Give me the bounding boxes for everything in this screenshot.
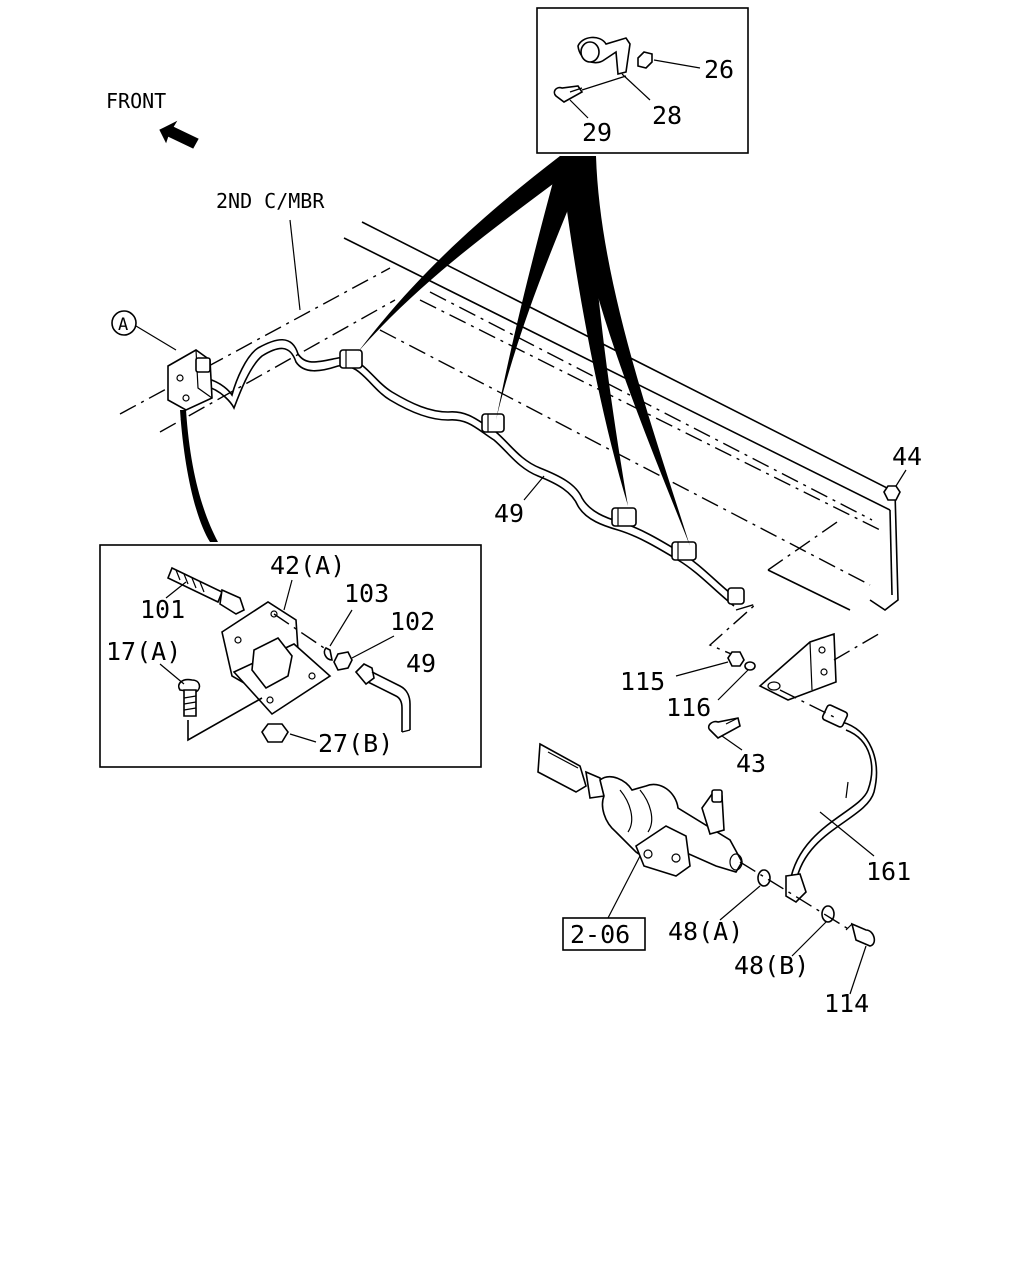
callout-27b: 27(B) [318,729,393,758]
clip-103 [323,647,333,661]
leader-17a [159,663,185,685]
leader-29 [569,99,589,119]
nut-102 [333,651,353,671]
callout-115: 115 [620,667,665,696]
callout-102: 102 [390,607,435,636]
pipe-connection-dash [708,603,757,657]
callout-48b: 48(B) [734,951,809,980]
leader-26 [653,59,701,69]
nut-part-26 [637,51,653,69]
pipe-end-nut [727,587,745,605]
nut-27b [261,723,289,743]
hose-bracket-dash [779,689,837,719]
clip-detail-box [536,7,749,154]
front-direction-arrow-icon [159,120,199,149]
callout-28: 28 [652,101,682,130]
washer-116 [744,661,756,671]
pipe-clip-2 [481,413,505,433]
pipe-101 [166,566,245,615]
callout-44: 44 [892,442,922,471]
view-marker-letter: A [118,315,128,335]
view-marker: A [111,310,177,351]
leader-102 [351,635,395,659]
flex-hose-161 [785,704,878,904]
bracket-42a [221,601,332,716]
leader-48a [719,885,761,921]
nut-115 [727,651,745,667]
ref-label-2-06: 2-06 [570,920,630,949]
leader-101 [165,581,187,599]
pipe-clip-1 [339,349,363,369]
pipe-49-detail [354,663,411,733]
frame-label: 2ND C/MBR [216,189,325,213]
bolt-17a [177,678,201,717]
ref-box-2-06 [562,917,646,951]
callout-103: 103 [344,579,389,608]
leader-161 [819,811,875,857]
leader-43 [721,735,743,751]
callout-116: 116 [666,693,711,722]
callout-114: 114 [824,989,869,1018]
bolt-axis [581,75,627,91]
leader-115 [675,661,729,677]
clip-part-28 [577,36,631,76]
bolt-17a-axis [187,697,263,742]
detail-box-a: 101 42(A) 103 102 [99,544,482,768]
callout-26: 26 [704,55,734,84]
bolt-43 [707,717,741,739]
callout-48a: 48(A) [668,917,743,946]
bracket-dash [833,631,883,661]
bolt-part-29 [553,85,584,103]
pipe-clip-3 [611,507,637,527]
leader-2-06 [607,855,641,919]
leader-103 [329,609,353,647]
callout-49-main: 49 [494,499,524,528]
bolt-114 [845,922,876,947]
hose-bracket [758,632,837,701]
leader-114 [849,945,867,995]
callout-42a: 42(A) [270,551,345,580]
leader-49-main [523,475,545,501]
callout-161: 161 [866,857,911,886]
callout-49-detail: 49 [406,649,436,678]
callout-29: 29 [582,118,612,147]
leader-27b [289,733,317,743]
detail-pointer [180,410,218,542]
washer-48a [757,869,771,887]
leader-42a [283,579,293,611]
nut-44 [883,469,907,501]
leader-116 [717,669,749,701]
front-label: FRONT [106,89,166,113]
frame-side-member [119,221,899,611]
hose-axis-dash [739,861,851,931]
clip-detail-pointers [358,156,690,546]
bracket-a [167,349,213,411]
bracket-axis-dash [273,613,331,653]
pipe-clip-4 [671,541,697,561]
callout-101: 101 [140,595,185,624]
leader-48b [791,921,827,957]
clutch-master-cylinder [537,742,743,877]
leader-28 [621,73,651,101]
callout-43: 43 [736,749,766,778]
callout-17a: 17(A) [106,637,181,666]
frame-leader-line [289,219,301,311]
